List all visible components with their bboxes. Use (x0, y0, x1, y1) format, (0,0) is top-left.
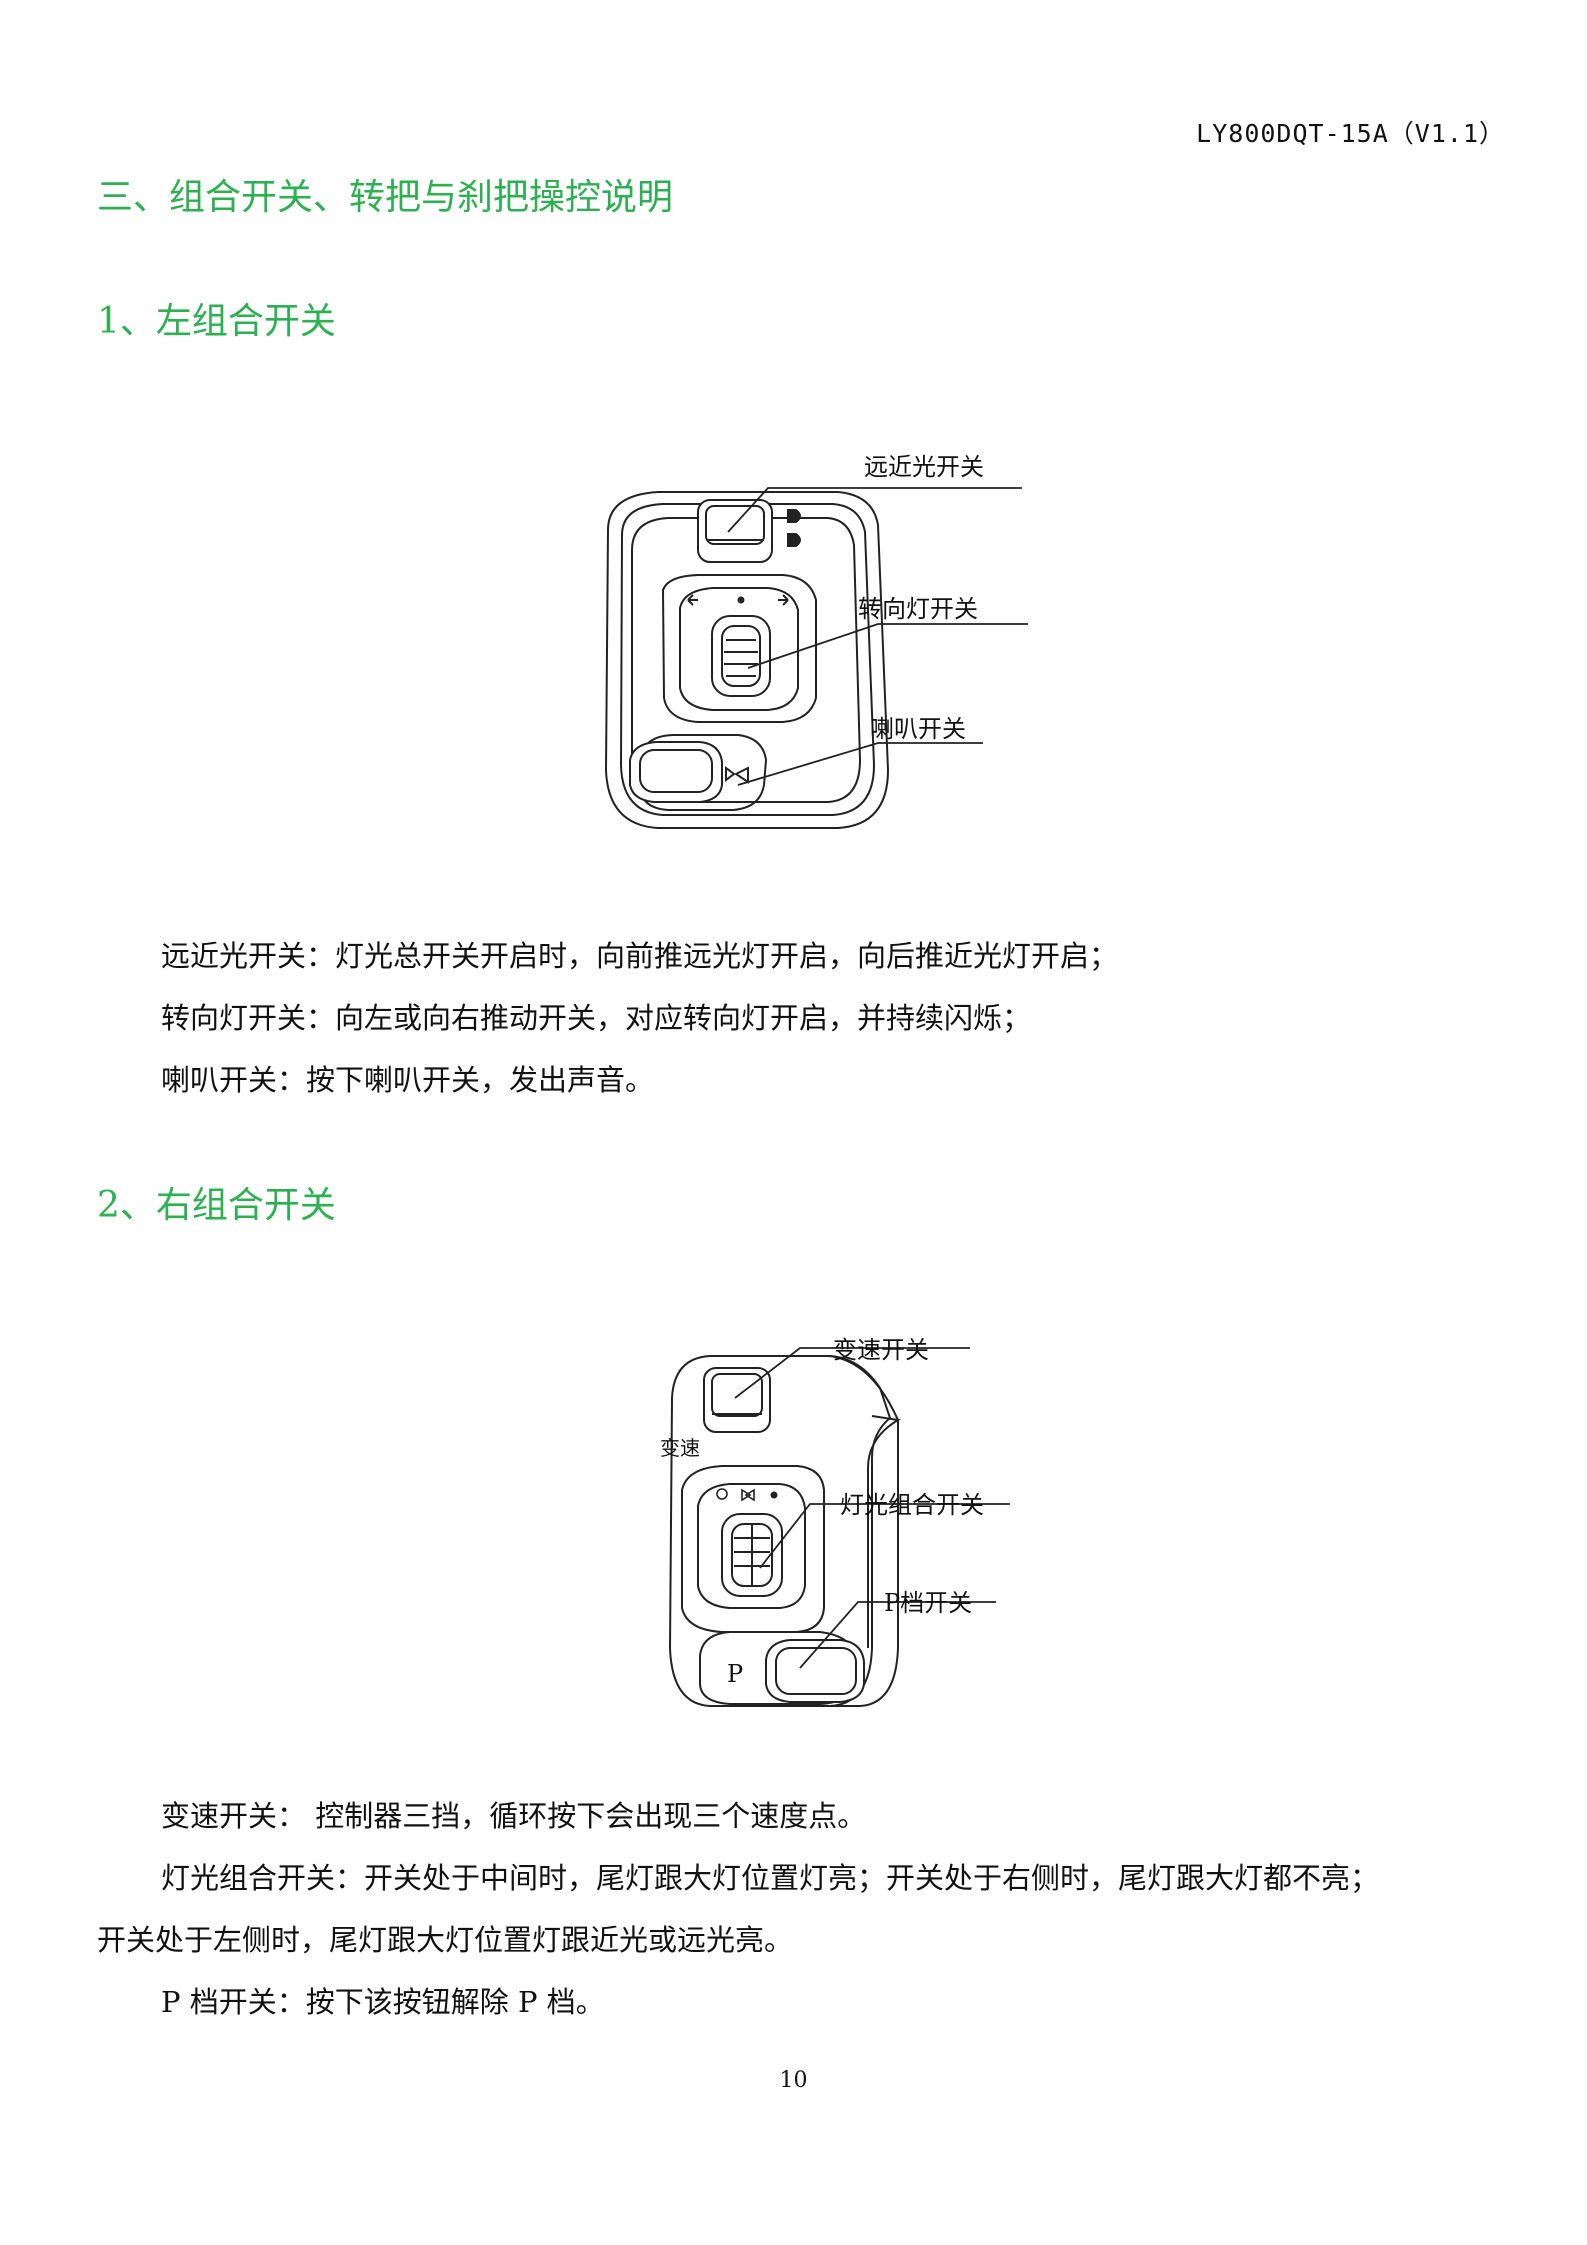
left-switch-para-turn: 转向灯开关：向左或向右推动开关，对应转向灯开启，并持续闪烁； (161, 1001, 1032, 1035)
device-label-speed: 变速 (660, 1436, 700, 1460)
left-switch-drawing (604, 487, 1028, 829)
right-switch-para-speed: 变速开关： 控制器三挡，循环按下会出现三个速度点。 (161, 1799, 867, 1833)
right-switch-figure (640, 1318, 1040, 1728)
callout-horn-switch: 喇叭开关 (870, 715, 966, 743)
left-switch-para-horn: 喇叭开关：按下喇叭开关，发出声音。 (161, 1063, 655, 1097)
left-switch-heading: 1、左组合开关 (97, 301, 336, 342)
callout-park-switch: P档开关 (884, 1589, 973, 1617)
right-switch-para-light-cont: 开关处于左侧时，尾灯跟大灯位置灯跟近光或远光亮。 (97, 1923, 794, 1957)
callout-beam-switch: 远近光开关 (864, 453, 984, 481)
left-switch-para-beam: 远近光开关：灯光总开关开启时，向前推远光灯开启，向后推近光灯开启； (161, 939, 1119, 973)
callout-light-switch: 灯光组合开关 (840, 1491, 984, 1519)
callout-speed-switch: 变速开关 (833, 1336, 929, 1364)
document-id: LY800DQT-15A（V1.1） (1196, 119, 1505, 148)
right-switch-heading: 2、右组合开关 (97, 1185, 336, 1226)
device-label-park: P (727, 1660, 744, 1688)
right-switch-para-park: P 档开关：按下该按钮解除 P 档。 (161, 1985, 605, 2019)
callout-turn-switch: 转向灯开关 (858, 595, 978, 623)
right-switch-para-light: 灯光组合开关：开关处于中间时，尾灯跟大灯位置灯亮；开关处于右侧时，尾灯跟大灯都不… (161, 1861, 1380, 1895)
page-number: 10 (779, 2068, 808, 2093)
section-title: 三、组合开关、转把与刹把操控说明 (97, 177, 674, 218)
right-switch-drawing (668, 1347, 1010, 1707)
left-switch-figure (588, 440, 1048, 850)
